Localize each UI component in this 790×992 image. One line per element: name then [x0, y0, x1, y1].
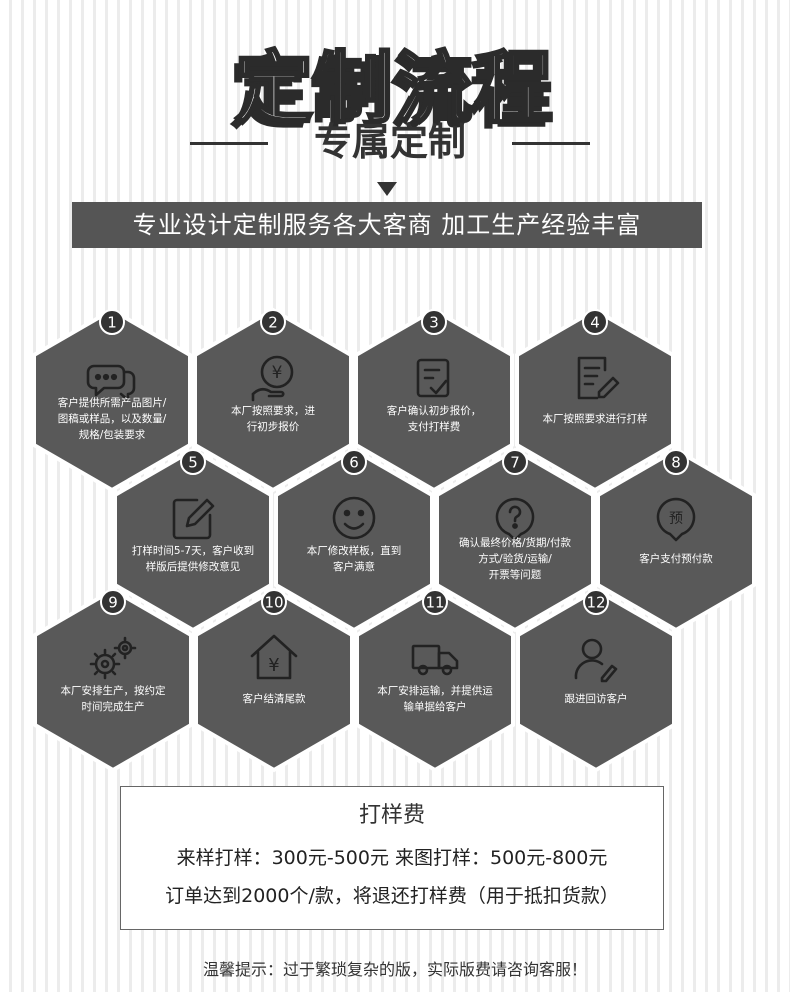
- page-title: 定制流程: [233, 43, 555, 136]
- step-hexagon: [274, 447, 434, 633]
- step-description: 客户提供所需产品图片/: [58, 396, 167, 409]
- step-description: 样版后提供修改意见: [146, 560, 241, 573]
- yen-house-icon: ¥: [250, 634, 298, 680]
- step-description: 开票等问题: [489, 568, 542, 581]
- footer-note: 温馨提示：过于繁琐复杂的版，实际版费请咨询客服！: [202, 960, 587, 979]
- svg-text:¥: ¥: [268, 655, 279, 676]
- delivery-truck-icon: [411, 644, 459, 676]
- step-hexagon: [113, 447, 273, 633]
- step-12: 跟进回访客户 12: [516, 587, 676, 773]
- sample-fee-title: 打样费: [358, 803, 425, 828]
- step-description: 输单据给客户: [404, 700, 467, 713]
- question-pin-icon: [495, 497, 535, 542]
- checklist-icon: [416, 358, 450, 398]
- process-steps-graphic: 客户提供所需产品图片/图稿或样品，以及数量/规格/包装要求 1 ¥ 本厂按照要求，进行…: [32, 307, 756, 773]
- step-hexagon: [515, 307, 675, 493]
- step-description: 客户确认初步报价，: [387, 404, 482, 417]
- svg-text:¥: ¥: [272, 363, 283, 383]
- step-number-badge: [583, 589, 609, 615]
- step-3: 客户确认初步报价， 支付打样费 3: [354, 307, 514, 493]
- step-number: 10: [264, 594, 283, 612]
- step-number-badge: [341, 449, 367, 475]
- step-number: 2: [268, 314, 278, 332]
- step-number-badge: [663, 449, 689, 475]
- step-number: 3: [429, 314, 439, 332]
- step-number-badge: [582, 309, 608, 335]
- step-number-badge: [422, 589, 448, 615]
- subtitle-left-rule: [190, 142, 268, 145]
- subtitle-right-rule: [512, 142, 590, 145]
- step-description: 客户结清尾款: [243, 692, 306, 705]
- step-number-badge: [502, 449, 528, 475]
- step-description: 本厂安排生产，按约定: [61, 684, 166, 697]
- step-number: 7: [510, 454, 520, 472]
- smile-face-icon: [332, 496, 376, 540]
- step-hexagon: [33, 587, 193, 773]
- step-number: 1: [107, 314, 117, 332]
- prepay-pin-icon: 预: [656, 497, 696, 542]
- step-hexagon: [194, 587, 354, 773]
- sample-fee-box: 打样费 来样打样：300元-500元 来图打样：500元-800元 订单达到20…: [120, 786, 664, 930]
- step-description: 确认最终价格/货期/付款: [459, 536, 572, 549]
- yen-coin-hand-icon: ¥: [251, 355, 294, 402]
- step-number-badge: [100, 589, 126, 615]
- step-description: 支付打样费: [408, 420, 461, 433]
- step-description: 行初步报价: [247, 420, 300, 433]
- step-description: 图稿或样品，以及数量/: [58, 412, 167, 425]
- step-description: 本厂按照要求，进: [231, 404, 315, 417]
- step-number: 11: [425, 594, 444, 612]
- step-number-badge: [421, 309, 447, 335]
- step-number: 6: [349, 454, 359, 472]
- step-hexagon: [193, 307, 353, 493]
- step-hexagon: [516, 587, 676, 773]
- pencil-square-icon: [172, 498, 215, 540]
- step-description: 本厂安排运输，并提供运: [377, 684, 493, 697]
- step-10: ¥ 客户结清尾款 10: [194, 587, 354, 773]
- step-number: 5: [188, 454, 198, 472]
- step-description: 打样时间5-7天，客户收到: [132, 544, 254, 557]
- step-description: 跟进回访客户: [565, 692, 628, 705]
- triangle-down-icon: [377, 182, 397, 196]
- chat-bubble-icon: [86, 364, 136, 402]
- subtitle: 专属定制: [313, 120, 466, 164]
- sample-fee-price: 来样打样：300元-500元 来图打样：500元-800元: [176, 847, 608, 869]
- step-hexagon: [355, 587, 515, 773]
- step-description: 时间完成生产: [82, 700, 145, 713]
- step-number: 12: [586, 594, 605, 612]
- slogan-banner: 专业设计定制服务各大客商 加工生产经验丰富: [72, 202, 702, 248]
- document-edit-icon: [577, 356, 620, 400]
- step-number-badge: [99, 309, 125, 335]
- step-description: 规格/包装要求: [79, 428, 146, 441]
- step-number-badge: [260, 309, 286, 335]
- step-number: 4: [590, 314, 600, 332]
- step-number-badge: [180, 449, 206, 475]
- step-description: 客户满意: [333, 560, 375, 573]
- step-number-badge: [261, 589, 287, 615]
- step-number: 9: [108, 594, 118, 612]
- step-description: 本厂按照要求进行打样: [543, 412, 648, 425]
- step-hexagon: [32, 307, 192, 493]
- step-hexagon: [354, 307, 514, 493]
- step-description: 本厂修改样板，直到: [307, 544, 402, 557]
- process-steps: 客户提供所需产品图片/图稿或样品，以及数量/规格/包装要求 1 ¥ 本厂按照要求，进行…: [32, 307, 756, 773]
- sample-fee-refund: 订单达到2000个/款，将退还打样费（用于抵扣货款）: [165, 885, 619, 907]
- step-4: 本厂按照要求进行打样 4: [515, 307, 675, 493]
- step-number: 8: [671, 454, 681, 472]
- gears-icon: [89, 636, 137, 680]
- step-description: 方式/验货/运输/: [478, 552, 552, 565]
- svg-text:预: 预: [669, 511, 683, 527]
- subtitle-row: 专属定制: [0, 112, 790, 172]
- step-description: 客户支付预付款: [639, 552, 713, 565]
- step-1: 客户提供所需产品图片/图稿或样品，以及数量/规格/包装要求 1: [32, 307, 192, 493]
- user-pen-icon: [574, 638, 618, 683]
